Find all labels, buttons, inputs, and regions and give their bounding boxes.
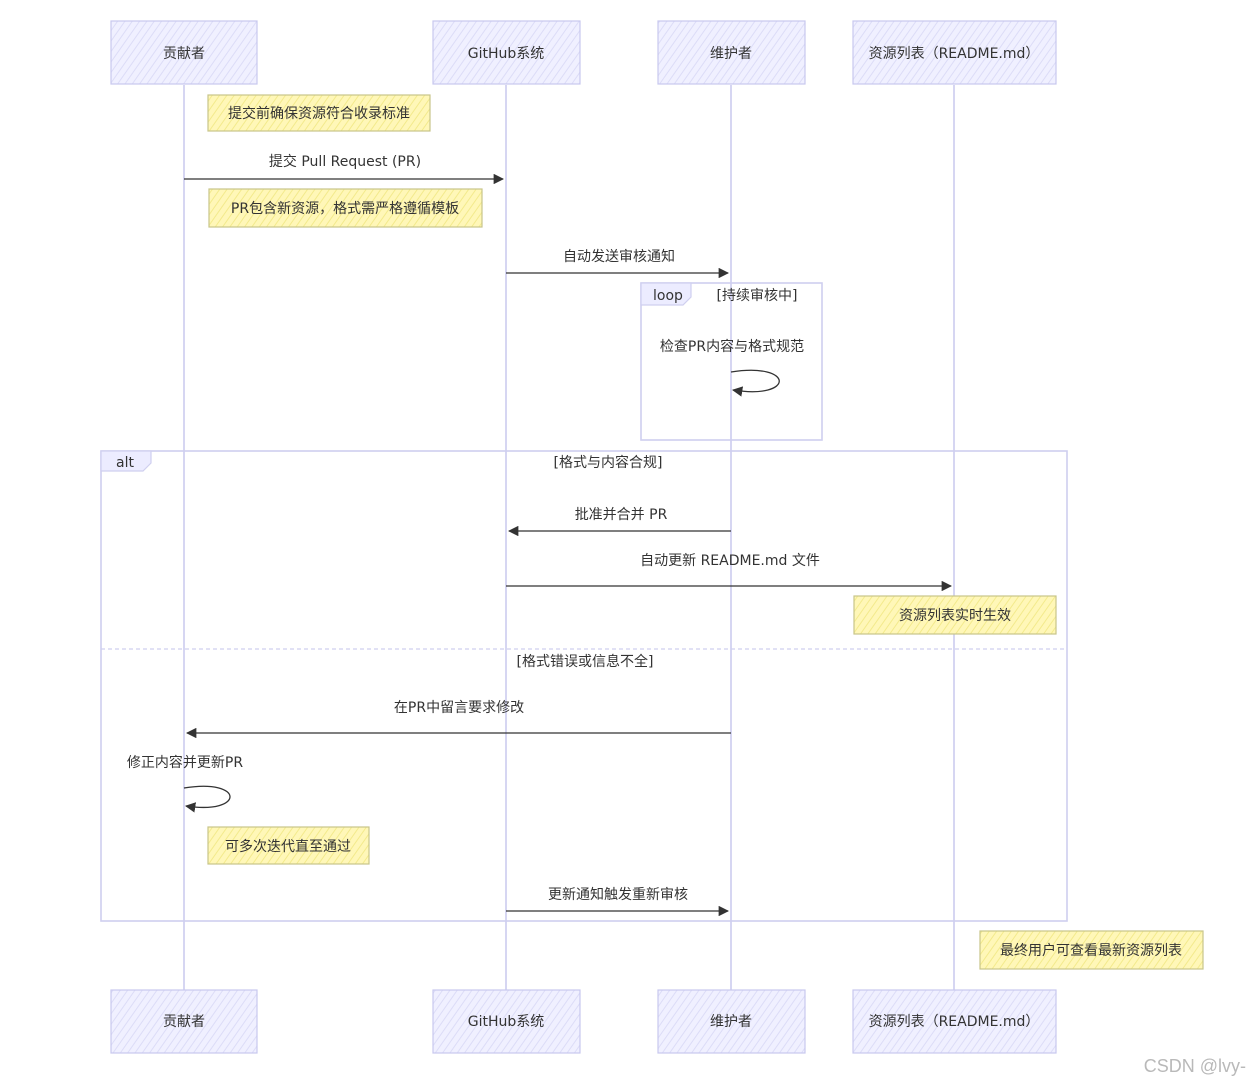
message-update-readme-label: 自动更新 README.md 文件 <box>640 553 820 569</box>
note-iterate-text: 可多次迭代直至通过 <box>225 838 351 855</box>
message-update-readme: 自动更新 README.md 文件 <box>506 553 953 592</box>
actor-bottom-maintainer: 维护者 <box>657 989 806 1054</box>
message-submit-pr: 提交 Pull Request (PR) <box>184 153 505 185</box>
actor-top-contributor: 贡献者 <box>110 20 258 85</box>
message-submit-pr-label: 提交 Pull Request (PR) <box>269 153 421 170</box>
note-check-standards: 提交前确保资源符合收录标准 <box>207 94 431 132</box>
note-pr-template-text: PR包含新资源，格式需严格遵循模板 <box>231 200 459 217</box>
actor-bottom-resource-list: 资源列表（README.md） <box>852 989 1057 1054</box>
actor-bottom-github-label: GitHub系统 <box>468 1014 545 1030</box>
alt-frame-label: alt <box>116 455 134 471</box>
actor-bottom-github: GitHub系统 <box>432 989 581 1054</box>
message-review-notification: 自动发送审核通知 <box>506 248 730 279</box>
actor-top-contributor-label: 贡献者 <box>163 46 205 62</box>
actor-bottom-maintainer-label: 维护者 <box>710 1014 752 1030</box>
message-check-pr-label: 检查PR内容与格式规范 <box>660 338 804 355</box>
loop-frame-condition: [持续审核中] <box>717 287 798 304</box>
actor-top-github-label: GitHub系统 <box>468 46 545 62</box>
actor-bottom-contributor-label: 贡献者 <box>163 1014 205 1030</box>
message-re-review: 更新通知触发重新审核 <box>506 886 730 917</box>
actor-bottom-contributor: 贡献者 <box>110 989 258 1054</box>
loop-frame-label: loop <box>653 288 683 304</box>
watermark: CSDN @lvy- <box>1143 1056 1246 1076</box>
message-review-notification-label: 自动发送审核通知 <box>563 248 675 265</box>
actor-top-resource-list: 资源列表（README.md） <box>852 20 1057 85</box>
note-final-users-text: 最终用户可查看最新资源列表 <box>1000 942 1182 959</box>
note-iterate: 可多次迭代直至通过 <box>207 826 370 865</box>
note-list-live: 资源列表实时生效 <box>853 595 1057 635</box>
note-final-users: 最终用户可查看最新资源列表 <box>979 930 1204 970</box>
message-approve-merge-label: 批准并合并 PR <box>575 507 668 523</box>
note-pr-template: PR包含新资源，格式需严格遵循模板 <box>208 188 483 228</box>
note-check-standards-text: 提交前确保资源符合收录标准 <box>228 105 410 122</box>
loop-frame: loop [持续审核中] <box>640 282 823 441</box>
actor-top-maintainer-label: 维护者 <box>710 46 752 62</box>
message-request-changes: 在PR中留言要求修改 <box>185 700 731 739</box>
message-check-pr: 检查PR内容与格式规范 <box>660 338 804 397</box>
actor-bottom-resource-list-label: 资源列表（README.md） <box>869 1014 1040 1030</box>
message-approve-merge: 批准并合并 PR <box>507 507 731 537</box>
alt-frame-condition-compliant: [格式与内容合规] <box>554 454 663 471</box>
actor-top-github: GitHub系统 <box>432 20 581 85</box>
message-fix-update-label: 修正内容并更新PR <box>127 754 243 771</box>
alt-frame-condition-error: [格式错误或信息不全] <box>517 653 654 670</box>
actor-top-maintainer: 维护者 <box>657 20 806 85</box>
note-list-live-text: 资源列表实时生效 <box>899 608 1011 624</box>
message-fix-update: 修正内容并更新PR <box>127 754 243 813</box>
actor-top-resource-list-label: 资源列表（README.md） <box>869 46 1040 62</box>
alt-frame: alt [格式与内容合规] [格式错误或信息不全] <box>100 450 1068 922</box>
message-re-review-label: 更新通知触发重新审核 <box>548 886 688 903</box>
message-request-changes-label: 在PR中留言要求修改 <box>394 700 524 716</box>
